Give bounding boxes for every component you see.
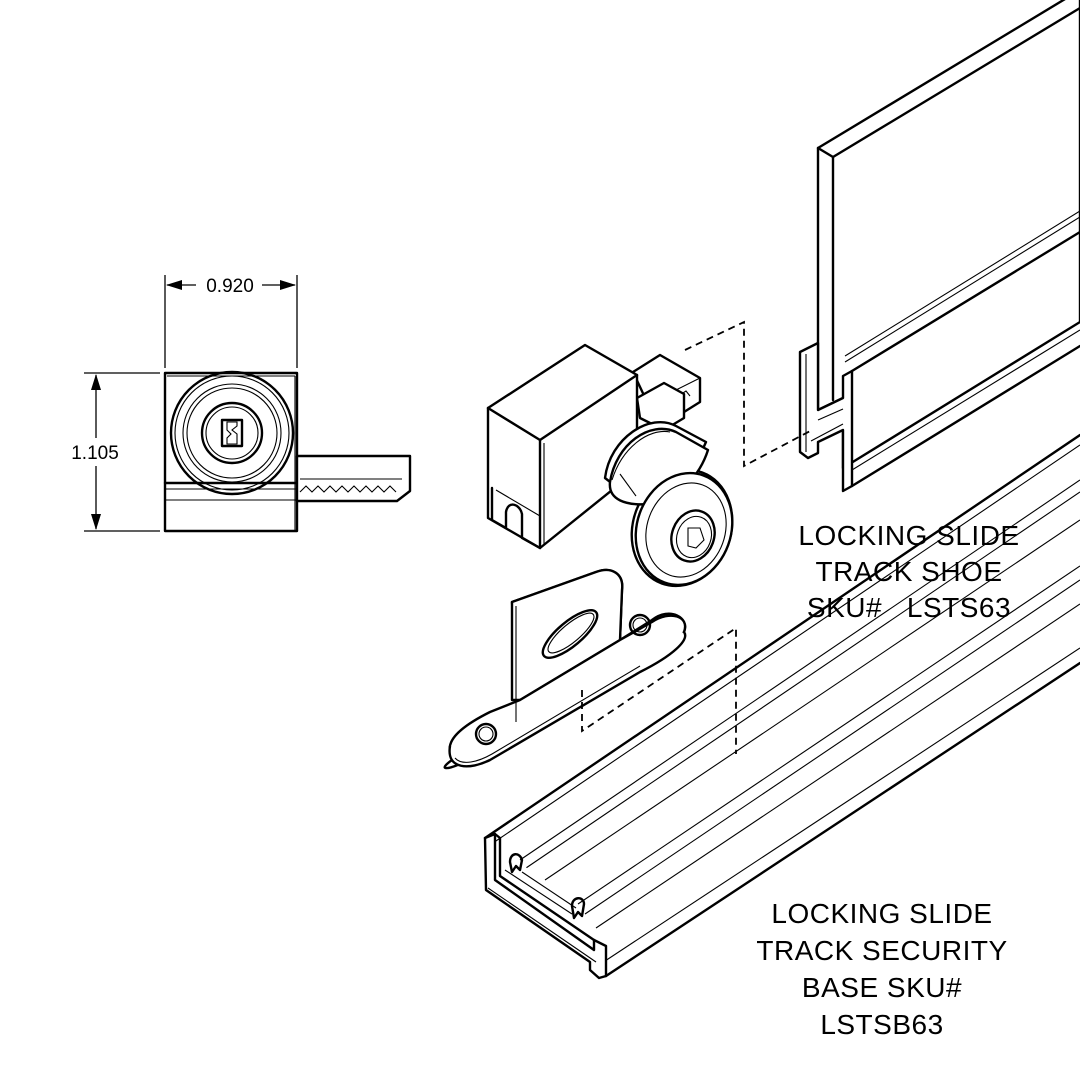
height-value: 1.105 xyxy=(71,443,119,464)
base-label: LOCKING SLIDE TRACK SECURITY BASE SKU# L… xyxy=(756,898,1007,1040)
shoe-label: LOCKING SLIDE TRACK SHOE SKU# LSTS63 xyxy=(798,520,1019,623)
lock-front-view xyxy=(163,370,412,533)
shoe-label-line-3: SKU# LSTS63 xyxy=(807,592,1011,623)
shoe-label-line-1: LOCKING SLIDE xyxy=(798,520,1019,551)
lock-isometric xyxy=(486,343,734,588)
alignment-lines xyxy=(581,320,813,754)
base-label-line-4: LSTSB63 xyxy=(820,1009,943,1040)
track-shoe-profile xyxy=(798,0,1080,493)
base-label-line-3: BASE SKU# xyxy=(802,972,962,1003)
base-label-line-1: LOCKING SLIDE xyxy=(771,898,992,929)
shoe-label-line-2: TRACK SHOE xyxy=(815,556,1002,587)
width-value: 0.920 xyxy=(206,276,254,297)
strike-plate xyxy=(443,568,687,770)
security-base-track xyxy=(483,433,1080,980)
width-dimension: 0.920 xyxy=(164,275,298,368)
base-label-line-2: TRACK SECURITY xyxy=(756,935,1007,966)
height-dimension: 1.105 xyxy=(71,372,160,532)
